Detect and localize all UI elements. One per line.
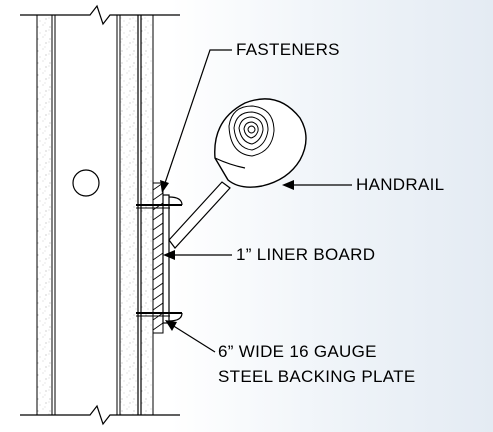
label-backing-plate-line1: 6” WIDE 16 GAUGE — [218, 342, 377, 361]
right-gypsum-board-outer — [141, 15, 153, 415]
left-gypsum-board — [37, 15, 52, 415]
bracket-top-curl — [168, 196, 183, 206]
label-liner-board: 1” LINER BOARD — [236, 245, 376, 264]
arrow-plate — [165, 320, 177, 331]
arrow-liner — [163, 250, 175, 260]
bracket-plate — [162, 194, 170, 324]
label-handrail: HANDRAIL — [356, 175, 445, 194]
leader-lines — [163, 49, 352, 353]
background-gradient — [170, 0, 493, 432]
leader-arrowheads — [160, 180, 294, 331]
bracket-bottom-curl — [168, 312, 183, 322]
handrail-profile — [214, 98, 307, 188]
arrow-fasteners — [160, 180, 169, 193]
label-fasteners: FASTENERS — [236, 40, 340, 59]
right-gypsum-board-inner — [120, 15, 138, 415]
handrail-groove — [214, 157, 246, 169]
arrow-handrail — [282, 180, 294, 190]
label-backing-plate-line2: STEEL BACKING PLATE — [218, 367, 416, 386]
bottom-break-line — [20, 404, 180, 426]
bracket-arm — [168, 181, 231, 249]
top-break-line — [20, 4, 180, 26]
stud-knockout-hole — [72, 169, 100, 197]
leader-plate — [171, 324, 216, 353]
leader-fasteners — [163, 49, 232, 187]
handrail-wood-grain — [228, 105, 275, 157]
